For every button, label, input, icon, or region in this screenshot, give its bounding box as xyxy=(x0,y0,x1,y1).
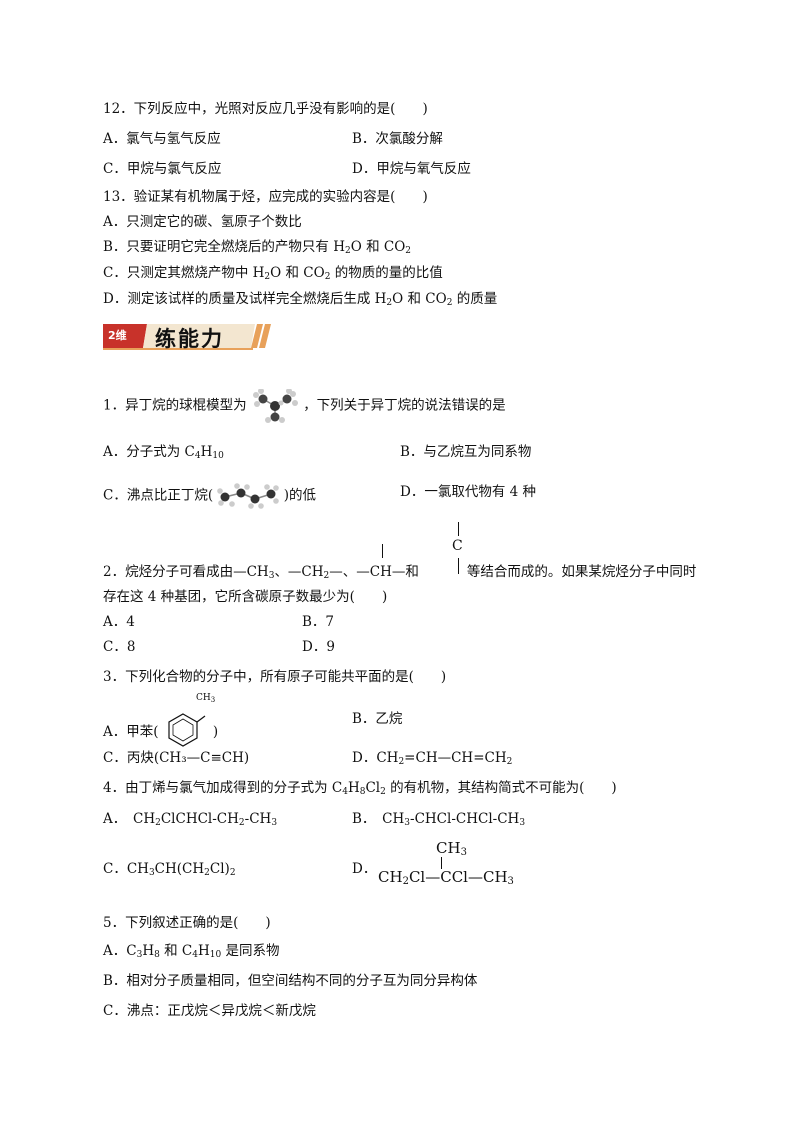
section-title: 练能力 xyxy=(155,327,224,351)
q3-stem: 3．下列化合物的分子中，所有原子可能共平面的是( ) xyxy=(103,669,447,685)
quaternary-c-label: C xyxy=(452,538,463,554)
q2-option-a: A．4 xyxy=(103,614,135,630)
q3-option-d: D．CH2=CH—CH=CH2 xyxy=(352,750,513,767)
q13-option-b: B．只要证明它完全燃烧后的产物只有 H2O 和 CO2 xyxy=(103,239,412,256)
q4-option-d-label: D． xyxy=(352,861,377,877)
q13-stem: 13．验证某有机物属于烃，应完成的实验内容是( ) xyxy=(103,189,428,205)
toluene-ch3-label: CH3 xyxy=(196,693,216,704)
q12-option-d: D．甲烷与氧气反应 xyxy=(352,161,471,177)
q1-option-b: B．与乙烷互为同系物 xyxy=(400,444,532,460)
q2-option-c: C．8 xyxy=(103,639,136,655)
q12-option-a: A．氯气与氢气反应 xyxy=(103,131,221,147)
q13-option-d: D．测定该试样的质量及试样完全燃烧后生成 H2O 和 CO2 的质量 xyxy=(103,291,498,308)
n-butane-ball-stick-model xyxy=(217,483,280,509)
q4-d-main-chain: CH2Cl—CCl—CH3 xyxy=(378,868,514,887)
ch-bond-top xyxy=(382,544,383,558)
q5-option-b: B．相对分子质量相同，但空间结构不同的分子互为同分异构体 xyxy=(103,973,478,989)
c-bond-bottom xyxy=(458,558,459,574)
q1-option-c: C．沸点比正丁烷( )的低 xyxy=(103,483,316,509)
q12-option-b: B．次氯酸分解 xyxy=(352,131,443,147)
q5-option-a: A．C3H8 和 C4H10 是同系物 xyxy=(103,943,280,960)
section-banner: 2维 练能力 xyxy=(103,320,275,352)
isobutane-ball-stick-model xyxy=(252,389,298,423)
q3-option-c: C．丙炔(CH₃—C≡CH) xyxy=(103,750,250,766)
q3-option-a: A．甲苯( ) xyxy=(103,708,218,748)
q3-option-b: B．乙烷 xyxy=(352,711,403,727)
q12-stem: 12．下列反应中，光照对反应几乎没有影响的是( ) xyxy=(103,101,428,117)
q5-option-c: C．沸点：正戊烷＜异戊烷＜新戊烷 xyxy=(103,1003,316,1019)
q2-stem-line1: 2．烷烃分子可看成由—CH3、—CH2—、—CH—和等结合而成的。如果某烷烃分子… xyxy=(103,564,697,581)
q4-option-b: B． CH3-CHCl-CHCl-CH3 xyxy=(352,811,526,828)
q12-option-c: C．甲烷与氯气反应 xyxy=(103,161,222,177)
q4-option-a: A． CH2ClCHCl-CH2-CH3 xyxy=(103,811,278,828)
q1-option-d: D．一氯取代物有 4 种 xyxy=(400,484,536,500)
q2-option-d: D．9 xyxy=(302,639,335,655)
c-bond-top xyxy=(458,522,459,536)
q4-d-vertical-bond xyxy=(441,857,442,869)
q2-option-b: B．7 xyxy=(302,614,335,630)
q4-option-c: C．CH3CH(CH2Cl)2 xyxy=(103,861,236,878)
q13-option-a: A．只测定它的碳、氢原子个数比 xyxy=(103,214,302,230)
q1-stem: 1．异丁烷的球棍模型为 ，下列关于异丁烷的说法错误的是 xyxy=(103,389,506,423)
q1-option-a: A．分子式为 C4H10 xyxy=(103,444,224,461)
q4-stem: 4．由丁烯与氯气加成得到的分子式为 C4H8Cl2 的有机物，其结构简式不可能为… xyxy=(103,780,617,797)
banner-background xyxy=(103,324,271,350)
q2-stem-line2: 存在这 4 种基团，它所含碳原子数最少为( ) xyxy=(103,589,388,605)
q5-stem: 5．下列叙述正确的是( ) xyxy=(103,915,271,931)
q4-d-ch3-top: CH3 xyxy=(436,839,467,858)
banner-badge: 2维 xyxy=(108,329,127,342)
q13-option-c: C．只测定其燃烧产物中 H2O 和 CO2 的物质的量的比值 xyxy=(103,265,443,282)
toluene-structure xyxy=(168,713,206,747)
